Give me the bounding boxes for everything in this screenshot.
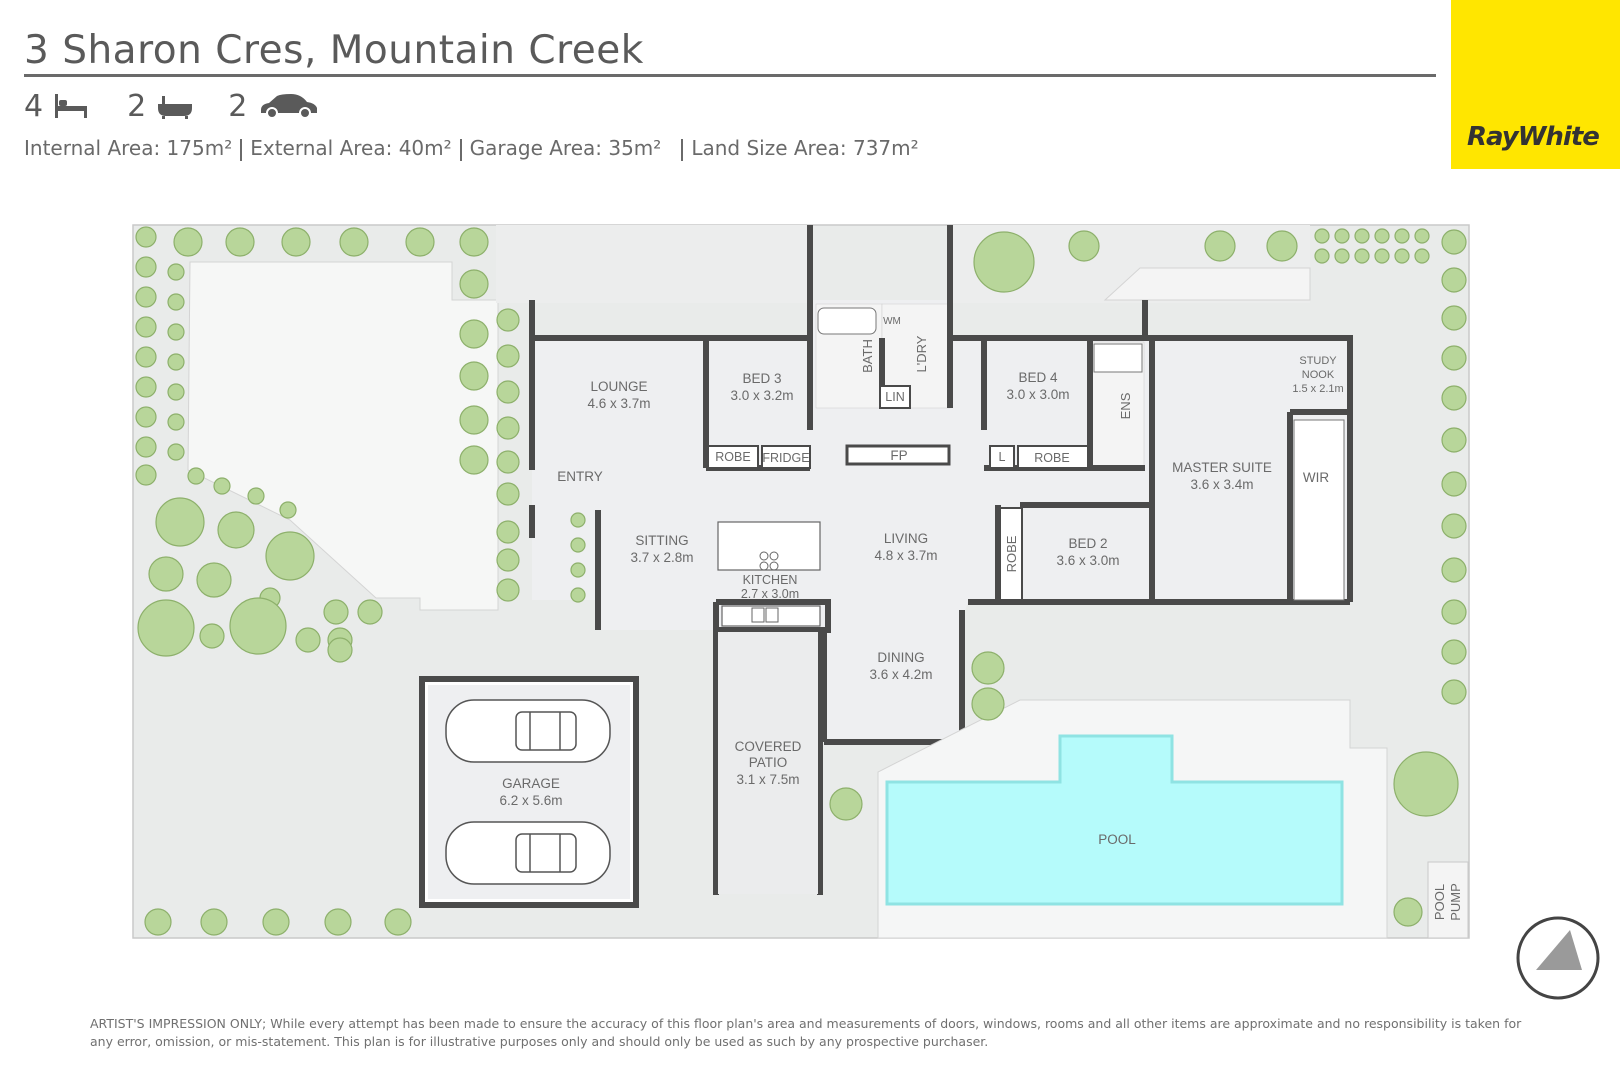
- bed4-label: BED 4: [1018, 370, 1058, 385]
- car-count: 2: [228, 88, 248, 124]
- pool-pump-label-2: PUMP: [1448, 883, 1463, 921]
- disclaimer-text: ARTIST'S IMPRESSION ONLY; While every at…: [90, 1016, 1522, 1049]
- garage-size: 6.2 x 5.6m: [499, 793, 562, 808]
- car-icon: [261, 94, 318, 119]
- living-label: LIVING: [884, 531, 928, 546]
- study-label-1: STUDY: [1299, 355, 1337, 367]
- trees: [135, 226, 1467, 936]
- bed3-label: BED 3: [742, 371, 781, 386]
- pool-water: [885, 734, 1344, 906]
- land-area: Land Size Area: 737m²: [691, 136, 919, 160]
- pool-label: POOL: [1098, 832, 1136, 847]
- robe-bed3-box: [707, 445, 759, 469]
- garage-area: Garage Area: 35m²: [469, 136, 662, 160]
- wir-label: WIR: [1303, 470, 1329, 485]
- bath-icon: [158, 96, 193, 119]
- pool-pump-label-1: POOL: [1432, 884, 1447, 920]
- robe-bed3-label: ROBE: [715, 450, 750, 464]
- bed4-size: 3.0 x 3.0m: [1006, 387, 1069, 402]
- fireplace: [845, 444, 951, 466]
- north-compass-icon: [1516, 916, 1600, 1000]
- external-area: External Area: 40m²: [250, 136, 452, 160]
- bath-label: BATH: [860, 339, 875, 373]
- ens-label: ENS: [1118, 392, 1133, 419]
- covered-patio-area: [718, 632, 818, 894]
- side-yard: [496, 225, 810, 303]
- robe-bed4-box: [1017, 445, 1089, 469]
- master-label: MASTER SUITE: [1172, 460, 1272, 475]
- car-2-icon: [445, 821, 611, 885]
- bath-count: 2: [127, 88, 147, 124]
- kitchen-label: KITCHEN: [743, 573, 798, 587]
- dining-size: 3.6 x 4.2m: [869, 667, 932, 682]
- lin-label: LIN: [885, 390, 904, 404]
- dining-label: DINING: [877, 650, 924, 665]
- garage-label: GARAGE: [502, 776, 560, 791]
- patio-size: 3.1 x 7.5m: [736, 772, 799, 787]
- floor-plan: LOUNGE 4.6 x 3.7m BED 3 3.0 x 3.2m BED 4…: [132, 224, 1600, 1000]
- entry-label: ENTRY: [557, 469, 603, 484]
- property-address-title: 3 Sharon Cres, Mountain Creek: [24, 28, 644, 73]
- patio-label-1: COVERED: [735, 739, 802, 754]
- study-label-2: NOOK: [1302, 369, 1335, 381]
- master-size: 3.6 x 3.4m: [1190, 477, 1253, 492]
- l-box: [989, 445, 1015, 469]
- ensuite-shower: [1093, 343, 1143, 373]
- laundry-label: L'DRY: [914, 335, 929, 372]
- internal-area: Internal Area: 175m²: [24, 136, 233, 160]
- logo-text: RayWhite: [1467, 122, 1600, 152]
- bed3-size: 3.0 x 3.2m: [730, 388, 793, 403]
- bathtub: [817, 307, 877, 335]
- kitchen-island: [717, 521, 821, 571]
- house-interior: [532, 300, 1350, 742]
- living-size: 4.8 x 3.7m: [874, 548, 937, 563]
- pool-pump-box: [1427, 861, 1469, 939]
- path-strip: [1103, 267, 1311, 301]
- fp-label: FP: [890, 448, 907, 463]
- car-1-icon: [445, 699, 611, 763]
- bed2-size: 3.6 x 3.0m: [1056, 553, 1119, 568]
- patio-label-2: PATIO: [749, 755, 788, 770]
- l-label: L: [999, 450, 1006, 464]
- lounge-label: LOUNGE: [590, 379, 647, 394]
- property-stats: 4 2 2: [24, 86, 319, 126]
- header-divider: [24, 74, 1436, 77]
- kitchen-bench: [721, 605, 821, 627]
- robe-bed4-label: ROBE: [1034, 451, 1069, 465]
- wir-shelf: [1293, 419, 1345, 601]
- sitting-label: SITTING: [635, 533, 688, 548]
- robe-bed2-label: ROBE: [1004, 535, 1019, 572]
- linen-box: [879, 385, 911, 409]
- kitchen-size: 2.7 x 3.0m: [741, 587, 799, 601]
- sitting-size: 3.7 x 2.8m: [630, 550, 693, 565]
- sink-icon: [751, 607, 779, 623]
- cooktop-icon: [759, 551, 779, 571]
- study-size: 1.5 x 2.1m: [1292, 383, 1343, 395]
- raywhite-logo: RayWhite: [1451, 0, 1620, 169]
- bed2-label: BED 2: [1068, 536, 1107, 551]
- bed-count: 4: [24, 88, 44, 124]
- lounge-size: 4.6 x 3.7m: [587, 396, 650, 411]
- fridge-box: [761, 445, 811, 469]
- fridge-label: FRIDGE: [762, 451, 809, 465]
- robe-bed2-box: [999, 507, 1023, 601]
- walls: [529, 225, 1353, 895]
- bed-icon: [55, 94, 88, 118]
- wm-label: WM: [883, 316, 901, 327]
- area-summary: Internal Area: 175m² External Area: 40m² G…: [24, 136, 919, 161]
